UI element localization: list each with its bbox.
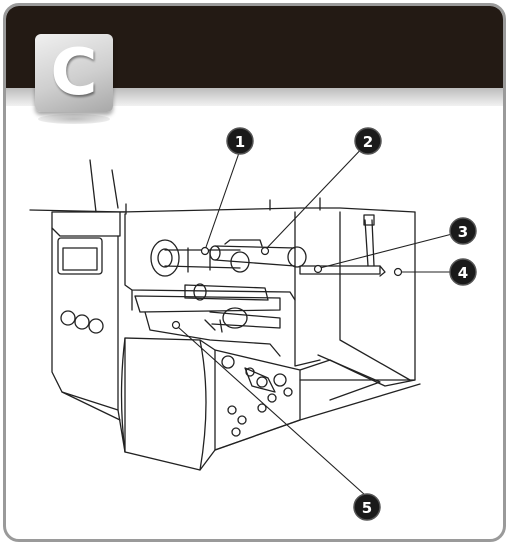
anchor-dot-1 xyxy=(200,246,210,256)
lid-edge-inner xyxy=(111,169,119,209)
panel-button-2 xyxy=(74,314,90,330)
anchor-dot-5 xyxy=(171,320,181,330)
callout-4: 4 xyxy=(449,258,477,286)
media-hanger-bar xyxy=(299,265,381,275)
base-edge xyxy=(214,383,421,451)
section-badge: C xyxy=(35,34,113,112)
ribbon-roller xyxy=(184,284,269,301)
media-guide-post xyxy=(364,219,375,267)
leader-line-2 xyxy=(264,141,369,251)
anchor-dot-3 xyxy=(313,264,323,274)
leader-line-3 xyxy=(319,231,461,269)
head-latch-knob xyxy=(222,307,248,329)
print-head-bar xyxy=(134,295,281,313)
callout-5: 5 xyxy=(353,493,381,521)
ribbon-spindle xyxy=(214,245,296,267)
svg-text:3: 3 xyxy=(458,223,468,241)
leader-line-1 xyxy=(204,149,241,251)
front-door xyxy=(124,337,216,471)
svg-text:2: 2 xyxy=(363,133,373,151)
anchor-dot-2 xyxy=(260,246,270,256)
badge-shadow xyxy=(38,114,110,124)
top-rim xyxy=(119,207,416,213)
leader-line-5 xyxy=(177,326,366,496)
lid-edge-left xyxy=(89,159,97,213)
lcd-frame xyxy=(57,237,103,275)
svg-text:1: 1 xyxy=(235,133,245,151)
supply-spindle-hub xyxy=(150,239,180,277)
anchor-dot-4 xyxy=(393,267,403,277)
callout-1: 1 xyxy=(226,127,254,155)
section-letter: C xyxy=(50,36,98,110)
callout-3: 3 xyxy=(449,217,477,245)
svg-text:4: 4 xyxy=(458,264,468,282)
panel-button-3 xyxy=(88,318,104,334)
lcd-screen xyxy=(62,247,98,271)
callout-2: 2 xyxy=(354,127,382,155)
svg-text:5: 5 xyxy=(362,499,372,517)
header-gradient-band xyxy=(6,88,503,106)
housing-top-left xyxy=(51,211,121,237)
panel-button-1 xyxy=(60,310,76,326)
housing-left-side xyxy=(51,227,119,411)
rear-wall-edge xyxy=(294,211,321,367)
